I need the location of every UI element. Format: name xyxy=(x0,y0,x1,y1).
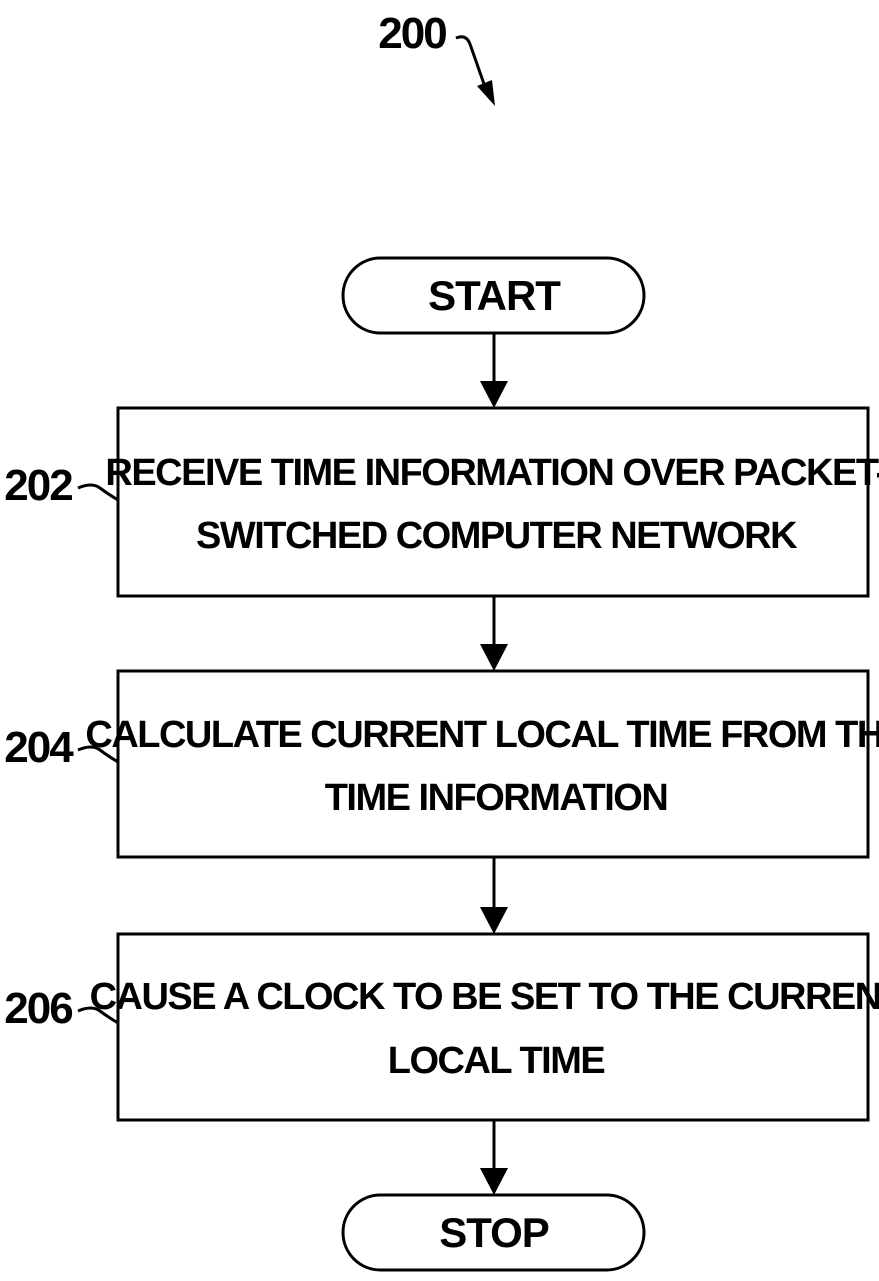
figure-ref-label: 200 xyxy=(378,9,446,58)
start-label: START xyxy=(428,272,561,319)
process-204-line2: TIME INFORMATION xyxy=(325,777,668,819)
figure-ref-arrowhead xyxy=(477,80,495,106)
ref-label-204: 204 xyxy=(4,723,74,772)
stop-label: STOP xyxy=(439,1209,549,1256)
process-202-line2: SWITCHED COMPUTER NETWORK xyxy=(196,515,798,557)
arrowhead-206 xyxy=(480,907,508,934)
process-box-204 xyxy=(118,671,868,857)
process-204-line1: CALCULATE CURRENT LOCAL TIME FROM THE xyxy=(85,714,879,756)
process-202-line1: RECEIVE TIME INFORMATION OVER PACKET- xyxy=(105,452,879,494)
ref-label-206: 206 xyxy=(4,984,72,1033)
figure-ref-leader xyxy=(456,37,484,84)
ref-label-202: 202 xyxy=(4,461,72,510)
arrowhead-204 xyxy=(480,644,508,671)
process-box-206 xyxy=(118,934,868,1120)
process-box-202 xyxy=(118,408,868,596)
arrowhead-202 xyxy=(480,381,508,408)
process-206-line2: LOCAL TIME xyxy=(388,1040,605,1082)
process-206-line1: CAUSE A CLOCK TO BE SET TO THE CURRENT xyxy=(90,976,879,1018)
arrowhead-stop xyxy=(480,1168,508,1195)
